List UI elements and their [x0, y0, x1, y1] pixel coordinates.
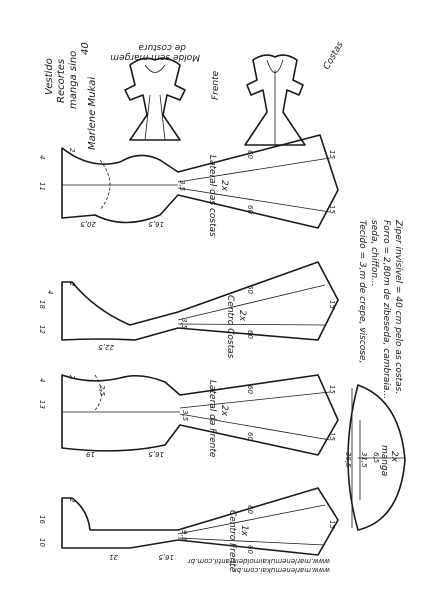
piece-centro-frente-label: Centro Frente 1x	[227, 510, 249, 573]
svg-text:36,5: 36,5	[344, 452, 352, 468]
piece-centro-costas-dims: 18 12 22,5 60 60 2 3,5 15 4	[38, 282, 336, 351]
svg-text:60: 60	[246, 285, 254, 294]
title-line-3: manga sino	[68, 51, 79, 109]
svg-text:2: 2	[68, 375, 76, 380]
svg-text:16,5: 16,5	[158, 553, 174, 561]
piece-lateral-frente	[61, 374, 339, 456]
svg-text:60: 60	[246, 385, 254, 394]
piece-centro-frente	[61, 487, 339, 556]
svg-text:manga: manga	[379, 445, 389, 476]
title-line-1: Vestido	[44, 58, 55, 95]
back-label: Costas	[322, 40, 346, 71]
svg-text:15: 15	[328, 150, 336, 159]
svg-text:Centro Frente: Centro Frente	[227, 510, 237, 573]
svg-text:60: 60	[246, 330, 254, 339]
svg-text:10: 10	[38, 538, 46, 547]
svg-text:2,5: 2,5	[98, 385, 106, 397]
svg-text:4: 4	[38, 378, 46, 382]
piece-lateral-costas-dims: 11 4 20,5 16,5 60 60 3,5 15 15 2	[38, 148, 336, 228]
svg-text:60: 60	[246, 150, 254, 159]
svg-text:13: 13	[38, 400, 46, 409]
svg-text:6,5: 6,5	[372, 452, 380, 464]
svg-text:de costura: de costura	[138, 42, 186, 52]
svg-text:22,5: 22,5	[98, 343, 114, 351]
svg-text:Costas: Costas	[322, 40, 346, 71]
svg-text:Lateral da Frente: Lateral da Frente	[207, 380, 217, 458]
signature: Marlene Mukai	[87, 77, 98, 150]
svg-text:3,5: 3,5	[180, 318, 188, 330]
piece-centro-costas-label: Centro Costas 2x	[225, 295, 247, 359]
sleeve-dims: 36,5 31,5 6,5	[344, 452, 380, 468]
fabric-notes: Tecido = 3,m de crepe, viscose, seda, ch…	[357, 219, 403, 399]
svg-text:3,5: 3,5	[181, 410, 189, 422]
svg-text:2: 2	[68, 282, 76, 287]
svg-text:15: 15	[328, 520, 336, 529]
piece-lateral-costas	[61, 134, 339, 229]
svg-text:12: 12	[38, 325, 46, 334]
svg-text:Centro Costas: Centro Costas	[225, 295, 235, 359]
svg-text:18: 18	[38, 300, 46, 309]
svg-text:Marlene Mukai: Marlene Mukai	[87, 77, 98, 150]
svg-text:15: 15	[328, 205, 336, 214]
svg-text:4: 4	[46, 290, 54, 294]
svg-text:60: 60	[246, 545, 254, 554]
website-line-2: www.marlenemukaimoldeinfantil.com.br	[187, 557, 330, 565]
svg-text:16,5: 16,5	[148, 220, 164, 228]
sleeve-label: manga 2x	[379, 445, 399, 476]
svg-text:60: 60	[246, 205, 254, 214]
svg-text:21: 21	[109, 553, 118, 561]
svg-text:3,5: 3,5	[178, 180, 186, 192]
website-text: www.marlenemukai.com.br www.marlenemukai…	[187, 557, 330, 574]
website-line-1: www.marlenemukai.com.br	[233, 566, 330, 574]
front-sketch	[124, 57, 186, 141]
piece-lateral-frente-dims: 13 4 19 16,5 60 60 3,5 15 15 2,5 2	[38, 375, 336, 458]
svg-text:2: 2	[68, 148, 76, 153]
piece-centro-frente-dims: 16 10 21 16,5 60 60 9,5 15 2	[38, 498, 336, 561]
seam-note: Molde sem margem de costura	[110, 42, 200, 62]
svg-text:15: 15	[328, 432, 336, 441]
svg-text:11: 11	[38, 182, 46, 191]
front-label: Frente	[211, 70, 221, 100]
svg-text:Frente: Frente	[211, 70, 221, 100]
title-line-2: Recortes	[56, 59, 67, 103]
svg-text:20,5: 20,5	[80, 220, 96, 228]
svg-text:Molde sem margem: Molde sem margem	[110, 52, 200, 62]
fabric-note-2: seda, chiffon...	[369, 220, 379, 287]
svg-text:1x: 1x	[239, 525, 249, 537]
title-size: 40	[80, 42, 91, 55]
svg-text:16,5: 16,5	[148, 450, 164, 458]
svg-text:Lateral das costas: Lateral das costas	[207, 155, 217, 237]
svg-text:31,5: 31,5	[360, 452, 368, 468]
svg-text:60: 60	[246, 432, 254, 441]
svg-text:15: 15	[328, 385, 336, 394]
svg-text:2x: 2x	[219, 180, 229, 192]
fabric-note-1: Tecido = 3,m de crepe, viscose,	[357, 220, 367, 363]
svg-text:60: 60	[246, 505, 254, 514]
svg-text:19: 19	[86, 450, 95, 458]
piece-lateral-frente-label: Lateral da Frente 2x	[207, 380, 229, 458]
svg-text:4: 4	[38, 155, 46, 159]
back-sketch	[244, 54, 306, 146]
piece-centro-costas	[61, 261, 339, 341]
fabric-note-4: Ziper invisível = 40 cm pelo as costas.	[393, 219, 403, 394]
title-block: Vestido Recortes manga sino 40	[44, 42, 91, 109]
svg-text:2x: 2x	[219, 405, 229, 417]
piece-lateral-costas-label: Lateral das costas 2x	[207, 155, 229, 237]
svg-text:16: 16	[38, 515, 46, 524]
svg-text:2x: 2x	[237, 310, 247, 322]
svg-text:2x: 2x	[389, 451, 399, 463]
svg-text:2: 2	[68, 498, 76, 503]
svg-text:9,5: 9,5	[180, 530, 188, 542]
svg-text:15: 15	[328, 300, 336, 309]
fabric-note-3: Forro = 2,80m de zibeseda, cambraia...	[381, 220, 391, 399]
sleeve-piece	[347, 384, 406, 531]
